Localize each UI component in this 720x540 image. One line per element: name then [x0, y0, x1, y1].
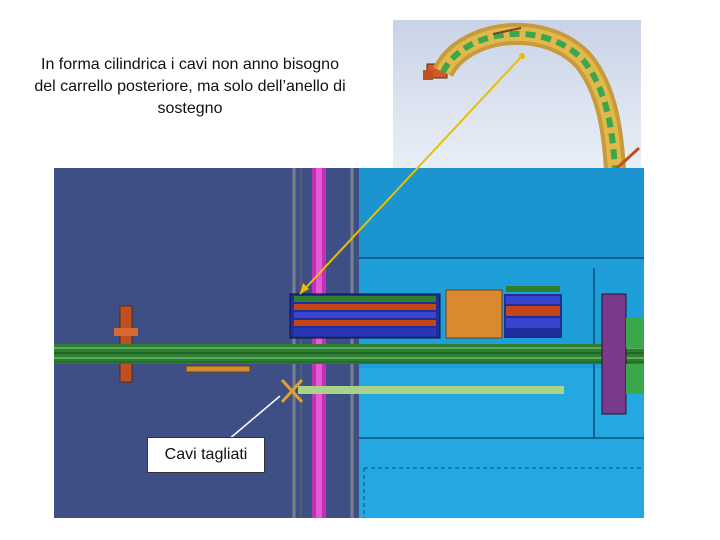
carriage-cable-blue [294, 312, 436, 318]
carriage-cable-orange-2 [294, 320, 436, 326]
left-bracket-foot [423, 70, 433, 80]
callout-cut-cables-text: Cavi tagliati [164, 446, 248, 463]
cut-cables-bar [298, 386, 564, 394]
right-rod [613, 146, 641, 172]
carriage-cable-blue-2 [294, 328, 436, 336]
right-green-connector-2 [626, 364, 644, 394]
carriage-orange-block [445, 289, 503, 339]
carriage-cable-orange-1 [294, 304, 436, 310]
support-ring-highlight [316, 168, 322, 518]
cad-drawing [54, 168, 644, 518]
annotation-top-text: In forma cilindrica i cavi non anno biso… [34, 56, 346, 117]
left-plate [185, 365, 251, 373]
main-cable-bundle [54, 344, 644, 364]
right-stack-blue-2 [506, 318, 560, 328]
left-bolt-nut [114, 328, 138, 336]
background-right-upper [359, 168, 644, 258]
right-flange [601, 293, 627, 415]
right-stack-blue [506, 296, 560, 304]
top-connector [492, 27, 522, 35]
cable-tray-outer [433, 22, 626, 171]
cable-tray-cables [440, 30, 618, 171]
callout-cut-cables: Cavi tagliati [147, 437, 265, 473]
cad-section-view [54, 168, 644, 518]
carriage-cable-green [294, 296, 436, 302]
right-green-connector [626, 318, 644, 348]
right-stack-green [506, 286, 560, 292]
right-stack-orange [506, 306, 560, 316]
